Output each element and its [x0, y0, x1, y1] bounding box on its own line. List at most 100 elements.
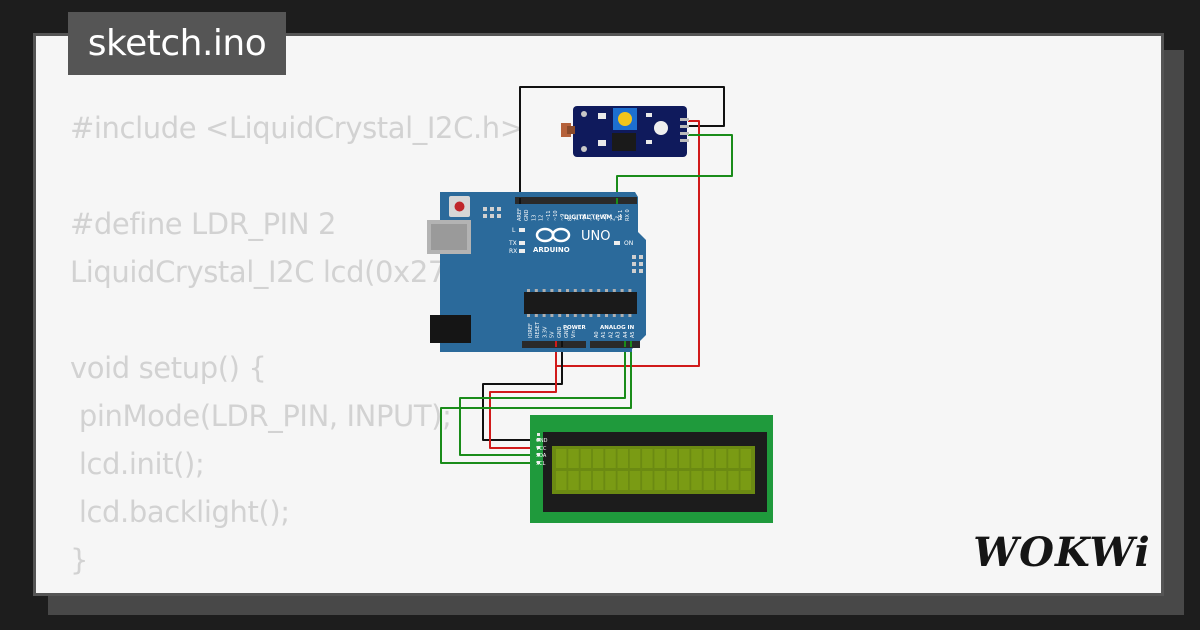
chip-pin	[581, 314, 585, 317]
lcd-pin-gnd: GND	[536, 438, 548, 444]
infinity-logo	[535, 227, 571, 243]
microcontroller-chip	[524, 292, 637, 314]
chip-pin	[550, 314, 554, 317]
power-pin-label: 3.3V	[542, 326, 548, 338]
lcd-char-cell	[728, 471, 739, 490]
digital-pin-label: 8	[567, 218, 573, 221]
analog-pin-label: A1	[601, 331, 607, 338]
arduino-model-label: UNO	[581, 229, 610, 244]
lcd-char-cell	[740, 471, 751, 490]
power-pin-label: GND	[564, 326, 570, 338]
lcd-pin-holes	[537, 433, 540, 464]
lcd-char-cell	[556, 449, 567, 468]
file-tab[interactable]: sketch.ino	[68, 12, 286, 75]
lcd-char-cell	[568, 471, 579, 490]
wire-vcc-lcd	[489, 366, 557, 449]
lcd-pin-vcc: VCC	[536, 446, 547, 452]
wire-ends	[519, 198, 632, 347]
lcd-char-cell	[728, 449, 739, 468]
chip-pin	[573, 314, 577, 317]
lcd-char-cell	[592, 449, 604, 468]
chip-pin	[573, 289, 577, 292]
lcd-char-cell	[679, 471, 690, 490]
code-line: }	[70, 543, 89, 577]
chip-pin	[558, 314, 562, 317]
power-jack	[430, 315, 471, 343]
lcd-char-cell	[740, 449, 751, 468]
chip-pin	[612, 289, 616, 292]
digital-pin-label: 2	[611, 218, 617, 221]
wire-scl-lcd	[440, 347, 632, 464]
digital-pin-label: ~3	[603, 214, 609, 221]
digital-pin-label: RX 0	[625, 209, 631, 221]
chip-pin	[527, 314, 530, 317]
power-header-label: POWER	[563, 325, 587, 331]
lcd-char-cell	[629, 471, 641, 490]
chip-pin	[542, 314, 546, 317]
lcd-char-cell	[642, 471, 653, 490]
analog-header	[590, 341, 640, 348]
led-on-label: ON	[624, 240, 633, 247]
led-rx-label: RX	[509, 248, 517, 255]
power-pin-label: GND	[557, 326, 563, 338]
digital-pin-label: ~6	[582, 214, 588, 221]
lcd-char-cell	[605, 449, 616, 468]
lcd-pin-scl: SCL	[536, 461, 546, 467]
chip-pin	[612, 314, 616, 317]
status-leds	[519, 228, 620, 253]
chip-pin	[620, 314, 624, 317]
chip-pin	[597, 289, 601, 292]
code-line: void setup() {	[70, 351, 267, 385]
wire-gnd-lcd	[482, 347, 563, 441]
digital-pin-label: 12	[539, 215, 545, 221]
digital-pin-label: ~10	[553, 210, 559, 221]
lcd-char-cell	[679, 449, 690, 468]
code-line: pinMode(LDR_PIN, INPUT);	[70, 399, 452, 433]
analog-pin-label: A3	[616, 331, 622, 338]
chip-pin	[550, 289, 554, 292]
lcd-char-cell	[715, 449, 727, 468]
lcd-char-cell	[617, 471, 628, 490]
digital-header	[515, 197, 637, 204]
chip-pin	[589, 289, 593, 292]
lcd-char-cell	[580, 471, 592, 490]
lcd-char-cell	[691, 471, 702, 490]
wokwi-logo-text: WOKWi	[975, 529, 1150, 576]
power-pin-label: 5V	[550, 331, 556, 338]
lcd-char-cell	[703, 449, 715, 468]
chip-pin	[605, 314, 608, 317]
ldr-sensor-module[interactable]	[561, 106, 689, 157]
wire-sda-lcd	[459, 347, 626, 456]
power-header	[522, 341, 586, 348]
digital-pin-label: 7	[575, 218, 581, 221]
digital-pin-label: GND	[524, 209, 530, 221]
power-pin-label: RESET	[535, 321, 541, 338]
digital-pin-label: ~5	[589, 214, 595, 221]
chip-pin	[566, 314, 569, 317]
chip-pin	[620, 289, 624, 292]
lcd-1602-display[interactable]: GND VCC SDA SCL	[530, 415, 773, 523]
analog-pin-label: A2	[608, 331, 614, 338]
potentiometer-knob[interactable]	[618, 112, 632, 126]
chip-pin	[558, 289, 562, 292]
lcd-char-cell	[654, 449, 665, 468]
analog-header-label: ANALOG IN	[600, 325, 635, 331]
digital-header-label: DIGITAL (PWM ~)	[564, 214, 622, 221]
lcd-char-cell	[605, 471, 616, 490]
wire-5v-ldr	[555, 120, 700, 367]
code-line: #include <LiquidCrystal_I2C.h>	[70, 111, 524, 145]
arduino-brand-label: ARDUINO	[533, 246, 570, 254]
power-pin-label: Vin	[571, 330, 577, 338]
wokwi-logo[interactable]: WOKWi	[975, 528, 1150, 576]
digital-pin-label: AREF	[517, 208, 523, 221]
lcd-char-cell	[556, 471, 567, 490]
chip-pin	[628, 289, 632, 292]
lcd-char-cell	[715, 471, 727, 490]
wire-gnd-ldr	[519, 86, 725, 198]
code-preview: #include <LiquidCrystal_I2C.h>#define LD…	[70, 104, 556, 584]
chip-pin	[597, 314, 601, 317]
lcd-pin-sda: SDA	[536, 453, 547, 459]
lcd-char-cell	[666, 449, 678, 468]
